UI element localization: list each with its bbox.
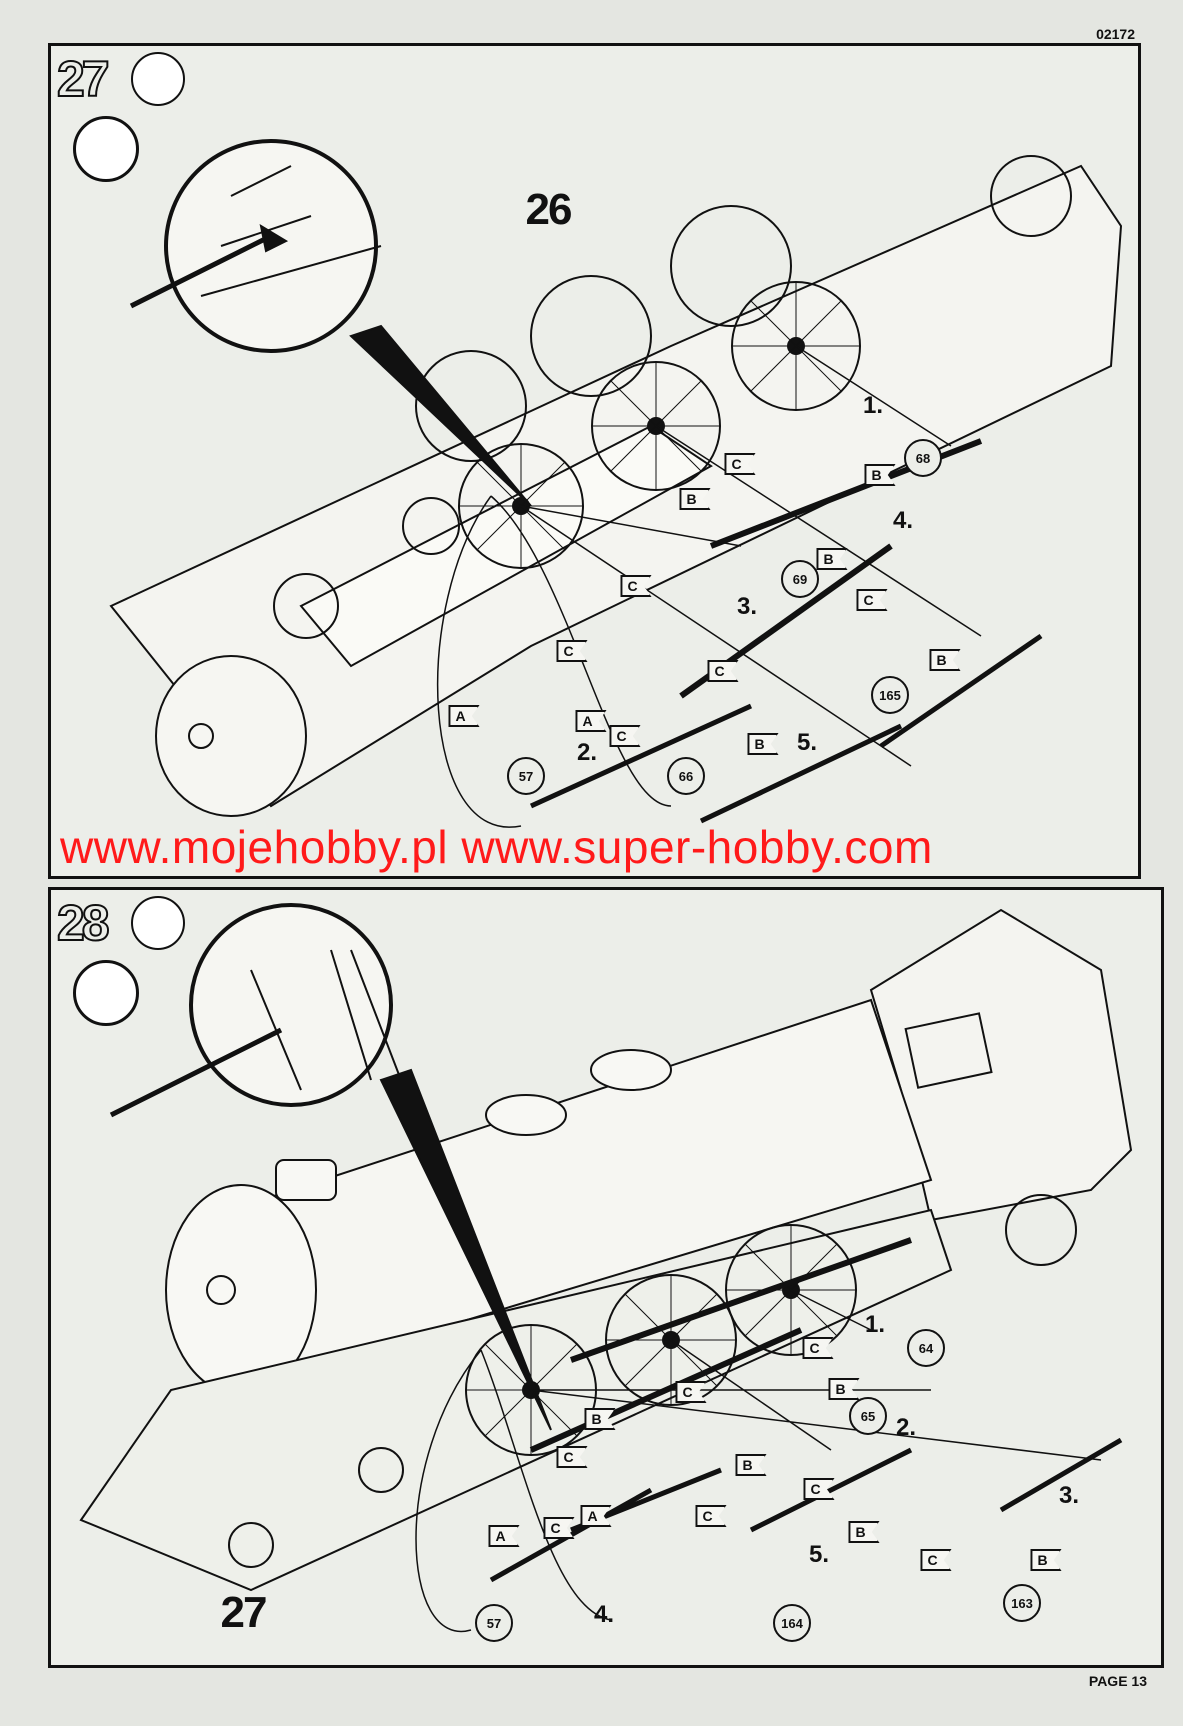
step-27-illustration — [109, 139, 1123, 828]
part-number: 65 — [849, 1397, 887, 1435]
sprue-flag: B — [828, 1378, 860, 1400]
sprue-flag: C — [803, 1478, 835, 1500]
part-number: 163 — [1003, 1584, 1041, 1622]
part-number: 165 — [871, 676, 909, 714]
sprue-flag: C — [707, 660, 739, 682]
sprue-flag: C — [609, 725, 641, 747]
sprue-flag: A — [488, 1525, 520, 1547]
part-number: 68 — [904, 439, 942, 477]
sprue-flag: C — [695, 1505, 727, 1527]
step-28-illustration — [79, 903, 1133, 1633]
glue-icon — [131, 896, 185, 950]
ref-step: 26 — [525, 185, 573, 234]
page-number: PAGE 13 — [1088, 1673, 1147, 1689]
callout: 5. — [796, 729, 818, 756]
part-number: 57 — [475, 1604, 513, 1642]
callout: 4. — [593, 1601, 615, 1628]
callout: 1. — [864, 1311, 886, 1338]
callout: 2. — [895, 1414, 917, 1441]
watermark: www.mojehobby.pl www.super-hobby.com — [60, 821, 933, 873]
callout: 3. — [736, 593, 758, 620]
kit-code: 02172 — [1096, 26, 1135, 42]
clock-icon — [73, 960, 139, 1026]
callout: 5. — [808, 1541, 830, 1568]
step-28-panel: 28 27 1. 2. 3. 4. 5. 64 65 57 164 163 C … — [48, 887, 1164, 1668]
step-number: 28 — [56, 894, 111, 952]
step-27-panel: 27 26 1. 2. 3. 4. 5. 68 69 165 57 66 C B… — [48, 43, 1141, 879]
step-number: 27 — [56, 50, 111, 108]
part-number: 66 — [667, 757, 705, 795]
callout: 3. — [1058, 1482, 1080, 1509]
part-number: 57 — [507, 757, 545, 795]
sprue-flag: C — [675, 1381, 707, 1403]
callout: 4. — [892, 507, 914, 534]
part-number: 69 — [781, 560, 819, 598]
glue-icon — [131, 52, 185, 106]
part-number: 64 — [907, 1329, 945, 1367]
ref-step: 27 — [220, 1588, 268, 1637]
callout: 2. — [576, 739, 598, 766]
clock-icon — [73, 116, 139, 182]
part-number: 164 — [773, 1604, 811, 1642]
callout: 1. — [862, 392, 884, 419]
